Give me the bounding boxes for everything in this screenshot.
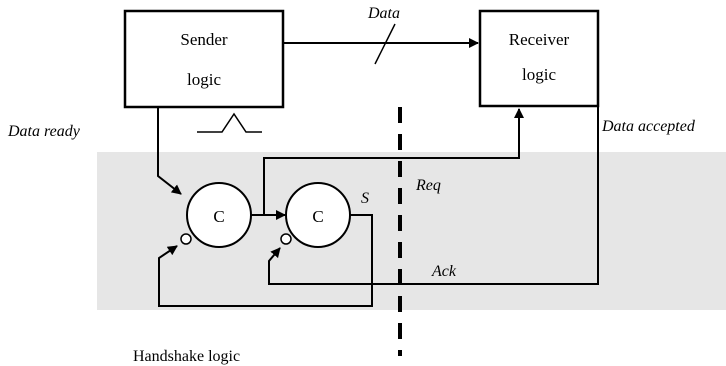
req-wire	[263, 108, 524, 215]
s-label: S	[361, 190, 369, 207]
data-bus-slash	[374, 23, 396, 65]
ack-wire	[268, 61, 599, 285]
data-ready-wire	[157, 107, 182, 195]
ack-label: Ack	[431, 263, 457, 280]
sender-label-line1: Sender	[180, 30, 228, 49]
handshake-logic-label: Handshake logic	[133, 348, 240, 365]
pulse-icon	[197, 112, 262, 133]
data-ready-label: Data ready	[7, 123, 81, 140]
req-label: Req	[415, 177, 441, 194]
sender-label-line2: logic	[187, 70, 221, 89]
c-element-2-label: C	[312, 207, 323, 226]
data-label: Data	[367, 5, 400, 22]
s-feedback-wire	[158, 214, 373, 307]
receiver-logic-box	[478, 9, 600, 108]
data-accepted-label: Data accepted	[601, 118, 696, 135]
receiver-label-line2: logic	[522, 65, 556, 84]
receiver-label-line1: Receiver	[509, 30, 570, 49]
sender-logic-box	[123, 9, 285, 109]
c-element-2-inverter	[280, 233, 292, 245]
c-element-1-label: C	[213, 207, 224, 226]
c-element-1-inverter	[180, 233, 192, 245]
